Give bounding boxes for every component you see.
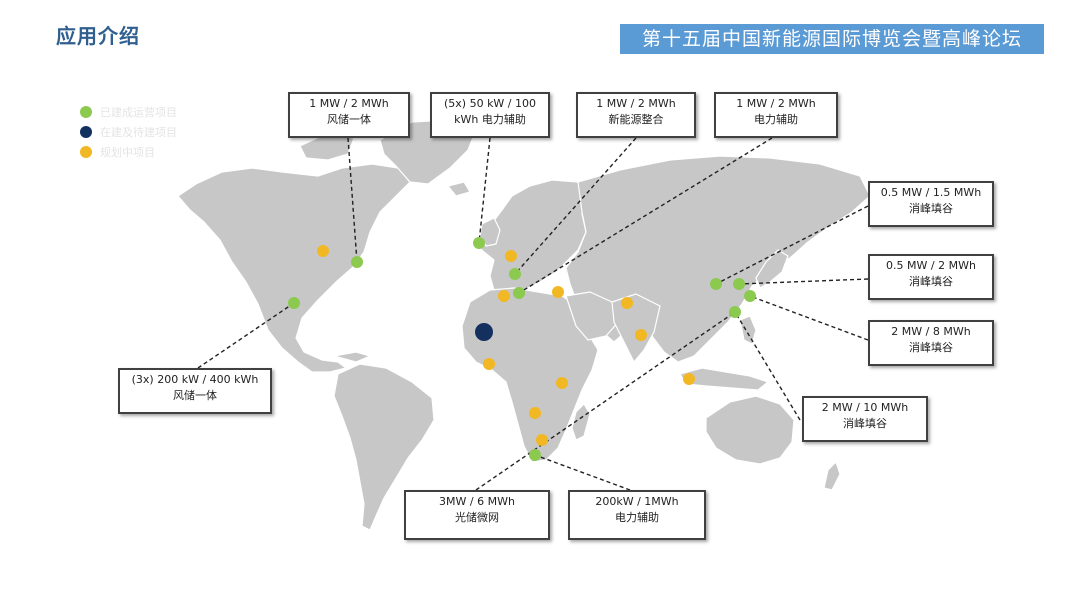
planned-project-marker (552, 286, 564, 298)
callout-capacity: 2 MW / 10 MWh (821, 401, 909, 414)
callout-capacity: 200kW / 1MWh (595, 495, 679, 508)
new-zealand-landmass (823, 461, 841, 491)
planned-project-marker (505, 250, 517, 262)
callout-application: 新能源整合 (608, 113, 664, 126)
callout-application: 光储微网 (455, 511, 499, 524)
callout-application: 消峰填谷 (909, 341, 953, 354)
indonesia-landmass (679, 367, 769, 391)
planned-project-marker (621, 297, 633, 309)
project-callout: 2 MW / 8 MWh 消峰填谷 (868, 320, 994, 366)
operational-project-marker (733, 278, 745, 290)
callout-capacity: 0.5 MW / 1.5 MWh (880, 186, 982, 199)
planned-project-marker (556, 377, 568, 389)
page-title: 应用介绍 (56, 24, 140, 48)
callout-application: 电力辅助 (615, 511, 659, 524)
callout-application: 风储一体 (327, 113, 371, 126)
callout-application: 电力辅助 (754, 113, 798, 126)
operational-project-marker (513, 287, 525, 299)
callout-application: 消峰填谷 (909, 275, 953, 288)
operational-project-marker (744, 290, 756, 302)
project-callout: 1 MW / 2 MWh 新能源整合 (576, 92, 696, 138)
callout-capacity: 0.5 MW / 2 MWh (886, 259, 976, 272)
leader-line (514, 137, 637, 275)
project-callout: 2 MW / 10 MWh 消峰填谷 (802, 396, 928, 442)
leader-line (478, 137, 491, 244)
europe-landmass (473, 179, 589, 293)
legend-label: 规划中项目 (100, 146, 155, 159)
asia-landmass (565, 155, 871, 363)
madagascar-landmass (571, 403, 591, 441)
planned-project-marker (536, 434, 548, 446)
leader-line (534, 454, 631, 491)
operational-project-marker (473, 237, 485, 249)
green-dot-icon (80, 106, 92, 118)
operational-project-marker (710, 278, 722, 290)
legend-label: 已建成运营项目 (100, 106, 177, 119)
project-callout: 3MW / 6 MWh 光储微网 (404, 490, 550, 540)
planned-project-marker (529, 407, 541, 419)
under-construction-project-marker (475, 323, 493, 341)
iceland-landmass (447, 181, 471, 197)
north-america-landmass (177, 163, 411, 373)
legend-item-operational: 已建成运营项目 (80, 102, 177, 122)
leader-line (734, 311, 801, 421)
callout-capacity: 1 MW / 2 MWh (596, 97, 676, 110)
project-callout: (5x) 50 kW / 100 kWh 电力辅助 (430, 92, 550, 138)
conference-banner: 第十五届中国新能源国际博览会暨高峰论坛 (620, 24, 1044, 54)
operational-project-marker (351, 256, 363, 268)
callout-capacity: 2 MW / 8 MWh (891, 325, 971, 338)
project-callout: (3x) 200 kW / 400 kWh 风储一体 (118, 368, 272, 414)
project-callout: 0.5 MW / 2 MWh 消峰填谷 (868, 254, 994, 300)
operational-project-marker (288, 297, 300, 309)
project-callout: 200kW / 1MWh 电力辅助 (568, 490, 706, 540)
philippines-landmass (739, 315, 757, 345)
legend-item-planned: 规划中项目 (80, 142, 177, 162)
callout-capacity: (5x) 50 kW / 100 (443, 97, 537, 110)
callout-capacity: 1 MW / 2 MWh (736, 97, 816, 110)
south-america-landmass (333, 363, 435, 531)
map-legend: 已建成运营项目 在建及待建项目 规划中项目 (80, 102, 177, 162)
leader-line (715, 205, 869, 285)
project-callout: 1 MW / 2 MWh 电力辅助 (714, 92, 838, 138)
project-callout: 0.5 MW / 1.5 MWh 消峰填谷 (868, 181, 994, 227)
callout-application: 消峰填谷 (843, 417, 887, 430)
leader-line (475, 311, 736, 491)
planned-project-marker (498, 290, 510, 302)
yellow-dot-icon (80, 146, 92, 158)
callout-application: kWh 电力辅助 (454, 113, 526, 126)
leader-line (738, 278, 869, 285)
planned-project-marker (635, 329, 647, 341)
project-callout: 1 MW / 2 MWh 风储一体 (288, 92, 410, 138)
australia-landmass (705, 395, 795, 465)
callout-capacity: 1 MW / 2 MWh (309, 97, 389, 110)
leader-line (197, 302, 295, 369)
operational-project-marker (529, 449, 541, 461)
india-landmass (611, 293, 661, 363)
planned-project-marker (683, 373, 695, 385)
legend-item-under-construction: 在建及待建项目 (80, 122, 177, 142)
arabia-landmass (565, 291, 621, 341)
callout-application: 风储一体 (173, 389, 217, 402)
operational-project-marker (729, 306, 741, 318)
planned-project-marker (483, 358, 495, 370)
caribbean-islands (333, 351, 371, 363)
legend-label: 在建及待建项目 (100, 126, 177, 139)
leader-line (749, 295, 869, 341)
planned-project-marker (317, 245, 329, 257)
navy-dot-icon (80, 126, 92, 138)
leader-line (518, 137, 773, 294)
callout-capacity: 3MW / 6 MWh (439, 495, 515, 508)
operational-project-marker (509, 268, 521, 280)
callout-capacity: (3x) 200 kW / 400 kWh (131, 373, 259, 386)
callout-application: 消峰填谷 (909, 202, 953, 215)
